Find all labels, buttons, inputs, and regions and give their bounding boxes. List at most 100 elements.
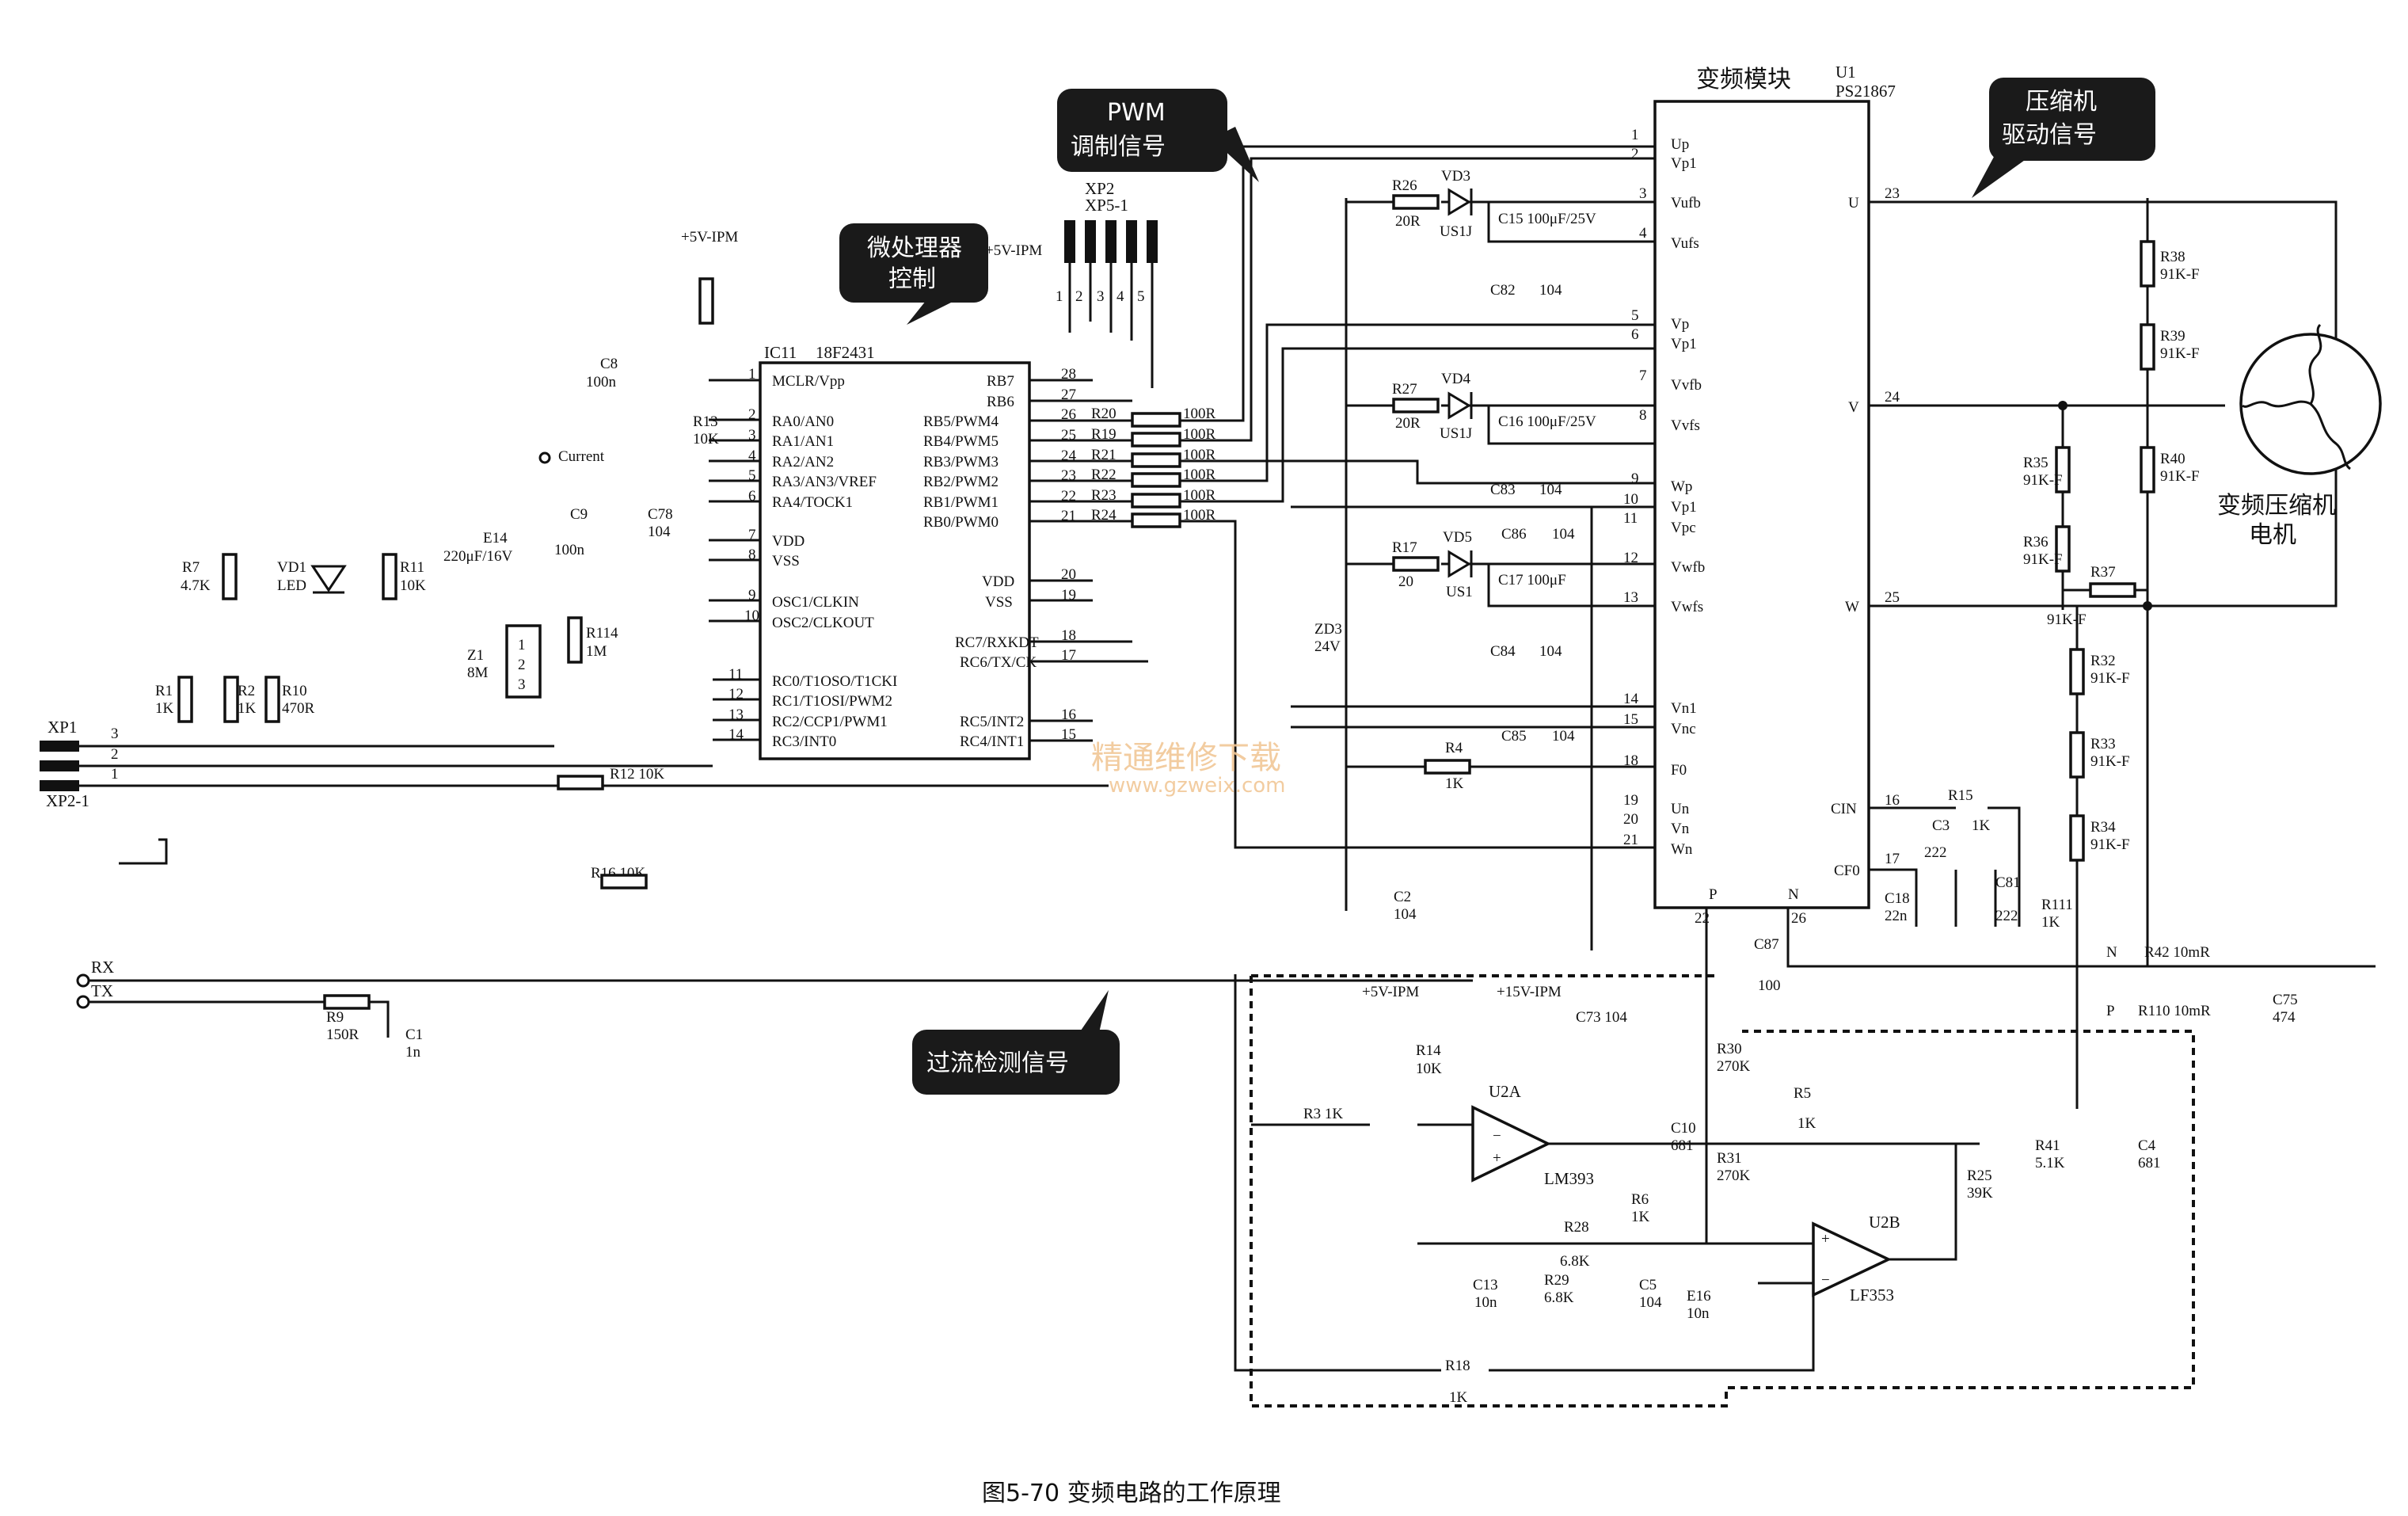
svg-text:+5V-IPM: +5V-IPM xyxy=(985,242,1042,259)
svg-text:91K-F: 91K-F xyxy=(2160,468,2200,485)
svg-text:26: 26 xyxy=(1791,910,1806,927)
svg-text:104: 104 xyxy=(1539,643,1562,660)
svg-text:IC11: IC11 xyxy=(764,343,797,362)
svg-text:1K: 1K xyxy=(1972,817,1991,834)
svg-text:VDD: VDD xyxy=(772,533,805,550)
figure-caption: 图5-70 变频电路的工作原理 xyxy=(982,1480,1281,1507)
svg-text:C82: C82 xyxy=(1490,282,1516,299)
svg-text:1K: 1K xyxy=(1445,775,1464,792)
svg-text:Un: Un xyxy=(1671,801,1690,817)
svg-text:8: 8 xyxy=(748,547,756,563)
svg-text:14: 14 xyxy=(1623,691,1639,707)
svg-text:474: 474 xyxy=(2273,1009,2296,1026)
svg-text:5: 5 xyxy=(1631,307,1639,324)
svg-text:7: 7 xyxy=(748,527,756,543)
svg-text:Vwfs: Vwfs xyxy=(1671,599,1703,615)
svg-text:RB0/PWM0: RB0/PWM0 xyxy=(923,514,999,531)
svg-text:OSC2/CLKOUT: OSC2/CLKOUT xyxy=(772,615,874,631)
svg-text:C15 100μF/25V: C15 100μF/25V xyxy=(1498,211,1596,227)
svg-text:26: 26 xyxy=(1061,406,1076,423)
svg-text:1n: 1n xyxy=(405,1044,421,1061)
svg-text:RB5/PWM4: RB5/PWM4 xyxy=(923,413,999,430)
svg-text:5.1K: 5.1K xyxy=(2035,1155,2065,1171)
svg-text:P: P xyxy=(2106,1003,2115,1019)
svg-text:+15V-IPM: +15V-IPM xyxy=(1497,984,1562,1000)
svg-text:9: 9 xyxy=(1631,470,1639,487)
svg-text:压缩机: 压缩机 xyxy=(2026,88,2097,116)
svg-text:US1J: US1J xyxy=(1440,223,1472,240)
svg-text:RA1/AN1: RA1/AN1 xyxy=(772,433,834,450)
svg-text:C85: C85 xyxy=(1501,728,1527,745)
svg-text:1K: 1K xyxy=(1797,1115,1816,1132)
svg-text:Vvfb: Vvfb xyxy=(1671,377,1702,394)
svg-text:104: 104 xyxy=(1539,282,1562,299)
svg-text:过流检测信号: 过流检测信号 xyxy=(926,1049,1069,1077)
svg-text:RC4/INT1: RC4/INT1 xyxy=(960,733,1024,750)
svg-text:1K: 1K xyxy=(155,700,174,717)
svg-text:R32: R32 xyxy=(2090,653,2116,669)
svg-text:RB3/PWM3: RB3/PWM3 xyxy=(923,454,999,470)
svg-text:1K: 1K xyxy=(1449,1389,1468,1406)
svg-text:R42 10mR: R42 10mR xyxy=(2144,944,2210,961)
svg-text:100n: 100n xyxy=(554,542,585,558)
callout-mcu: 微处理器 控制 xyxy=(839,223,988,325)
svg-text:R37: R37 xyxy=(2090,564,2116,581)
svg-text:Up: Up xyxy=(1671,136,1689,153)
svg-text:1M: 1M xyxy=(586,643,607,660)
svg-text:6: 6 xyxy=(1631,326,1639,343)
svg-text:1K: 1K xyxy=(2041,914,2060,931)
svg-text:2: 2 xyxy=(518,657,526,673)
svg-text:C9: C9 xyxy=(570,506,588,523)
svg-text:RB1/PWM1: RB1/PWM1 xyxy=(923,494,999,511)
svg-text:91K-F: 91K-F xyxy=(2023,551,2063,568)
svg-text:10K: 10K xyxy=(1416,1061,1442,1077)
svg-text:R40: R40 xyxy=(2160,451,2185,467)
svg-text:Z1: Z1 xyxy=(467,647,484,664)
svg-text:270K: 270K xyxy=(1717,1058,1751,1075)
svg-text:RC6/TX/CK: RC6/TX/CK xyxy=(960,654,1037,671)
svg-text:18F2431: 18F2431 xyxy=(816,343,875,362)
svg-text:C73 104: C73 104 xyxy=(1576,1009,1627,1026)
svg-text:3: 3 xyxy=(748,427,756,444)
svg-text:VDD: VDD xyxy=(982,573,1014,590)
svg-text:R20: R20 xyxy=(1091,406,1117,422)
svg-text:R22: R22 xyxy=(1091,467,1117,483)
svg-text:W: W xyxy=(1845,599,1859,615)
svg-text:VD4: VD4 xyxy=(1441,371,1470,387)
svg-text:CIN: CIN xyxy=(1831,801,1857,817)
svg-text:CF0: CF0 xyxy=(1834,863,1860,879)
svg-text:www.gzweix.com: www.gzweix.com xyxy=(1109,774,1286,798)
svg-text:Vwfb: Vwfb xyxy=(1671,559,1705,576)
svg-text:RB4/PWM5: RB4/PWM5 xyxy=(923,433,999,450)
svg-text:控制: 控制 xyxy=(888,265,936,293)
svg-text:20: 20 xyxy=(1623,811,1638,828)
svg-text:10n: 10n xyxy=(1474,1294,1497,1311)
svg-text:9: 9 xyxy=(748,587,756,604)
svg-text:RC2/CCP1/PWM1: RC2/CCP1/PWM1 xyxy=(772,714,888,730)
svg-text:20R: 20R xyxy=(1395,213,1421,230)
svg-text:RB6: RB6 xyxy=(987,394,1014,410)
svg-text:R28: R28 xyxy=(1564,1219,1589,1236)
svg-text:91K-F: 91K-F xyxy=(2090,753,2130,770)
svg-text:变频压缩机: 变频压缩机 xyxy=(2217,492,2336,520)
svg-text:VSS: VSS xyxy=(772,553,800,569)
svg-text:精通维修下载: 精通维修下载 xyxy=(1091,740,1281,776)
svg-text:C75: C75 xyxy=(2273,992,2298,1008)
svg-text:R7: R7 xyxy=(182,559,200,576)
svg-text:R9: R9 xyxy=(326,1009,344,1026)
svg-text:39K: 39K xyxy=(1967,1185,1993,1202)
svg-text:104: 104 xyxy=(1639,1294,1662,1311)
svg-text:222: 222 xyxy=(1924,844,1947,861)
compressor-motor: 变频压缩机 电机 xyxy=(2217,323,2382,549)
svg-text:27: 27 xyxy=(1061,387,1076,403)
callout-drive: 压缩机 驱动信号 xyxy=(1972,78,2155,198)
svg-text:C83: C83 xyxy=(1490,482,1516,498)
svg-text:Vn1: Vn1 xyxy=(1671,700,1697,717)
svg-text:18: 18 xyxy=(1623,752,1638,769)
svg-text:222: 222 xyxy=(1995,908,2018,924)
